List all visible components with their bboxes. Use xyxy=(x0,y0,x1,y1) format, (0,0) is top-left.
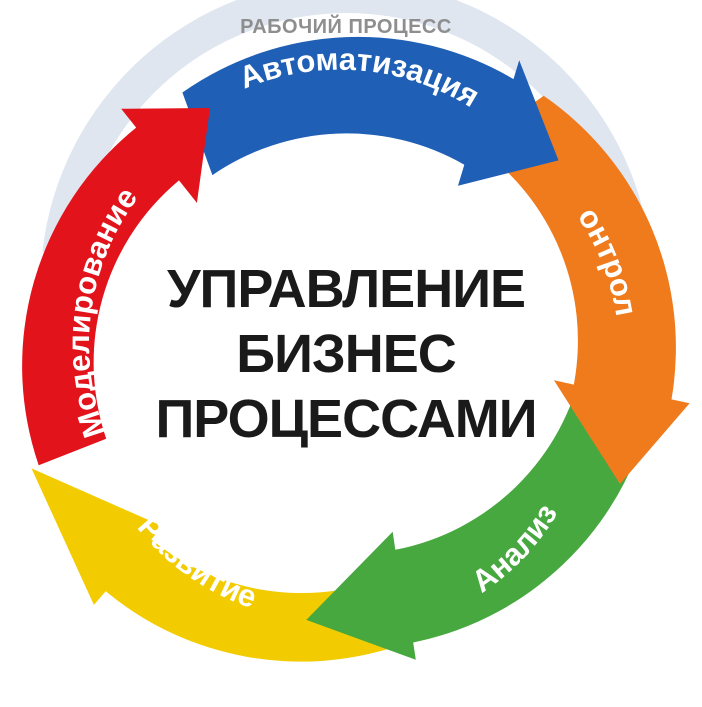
stage-arrow-razvitie xyxy=(31,468,402,662)
stage-arrow-avtomatizatsiya xyxy=(182,36,559,186)
stage-arrow-analiz xyxy=(306,365,654,660)
center-title-line-2: БИЗНЕС xyxy=(236,324,455,384)
stage-arrow-modelirovanie xyxy=(22,108,211,466)
stage-arrow-kontrol xyxy=(475,95,690,485)
workflow-top-label: РАБОЧИЙ ПРОЦЕСС xyxy=(240,14,452,38)
center-title-line-3: ПРОЦЕССАМИ xyxy=(155,389,536,449)
center-title-line-1: УПРАВЛЕНИЕ xyxy=(167,259,525,319)
